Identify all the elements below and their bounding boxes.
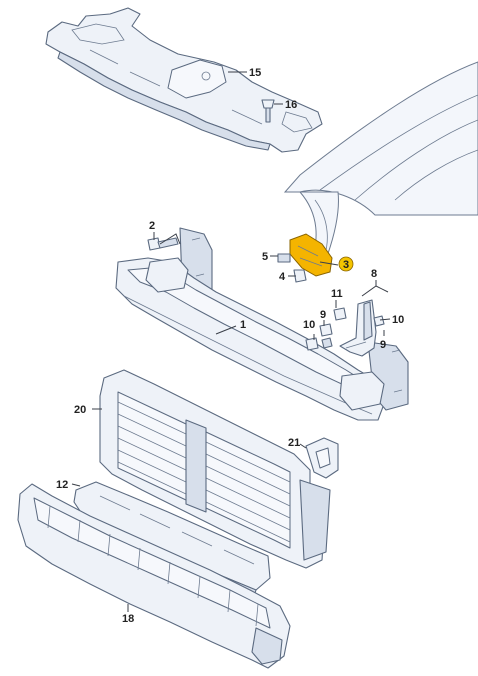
label-12: 12 — [56, 479, 68, 491]
label-10-a: 10 — [303, 319, 315, 331]
label-9-a: 9 — [320, 309, 326, 321]
part-8-bracket — [339, 299, 377, 357]
part-3-highlighted-bracket — [289, 233, 333, 277]
part-2-bolt — [147, 233, 181, 251]
part-4-nut — [293, 269, 307, 283]
label-8: 8 — [371, 268, 377, 280]
leader-lines — [71, 71, 391, 612]
label-18: 18 — [122, 613, 134, 625]
position-labels: 15 16 2 1 5 3 4 8 11 9 10 10 9 21 20 12 … — [56, 67, 404, 625]
label-3: 3 — [343, 259, 349, 271]
label-1: 1 — [240, 319, 246, 331]
part-20-air-shutter — [99, 369, 331, 569]
label-15: 15 — [249, 67, 261, 79]
part-10-bolt-b — [321, 337, 333, 349]
label-10-b: 10 — [392, 314, 404, 326]
part-9-bolt-a — [319, 323, 333, 337]
part-1-bumper-beam — [115, 227, 409, 421]
part-18-energy-absorber — [17, 483, 291, 669]
label-21: 21 — [288, 437, 300, 449]
label-3-badge — [338, 256, 354, 272]
fender-panel — [283, 61, 478, 263]
label-2: 2 — [149, 220, 155, 232]
label-5: 5 — [262, 251, 268, 263]
part-5-clip — [277, 253, 291, 263]
part-21-bracket — [305, 437, 339, 479]
label-20: 20 — [74, 404, 86, 416]
part-9-bolt-b — [373, 315, 385, 327]
label-4: 4 — [279, 271, 286, 283]
label-11: 11 — [331, 288, 343, 300]
label-16: 16 — [285, 99, 297, 111]
label-9-b: 9 — [380, 339, 386, 351]
part-11-bolt — [333, 307, 347, 321]
part-10-bolt-a — [305, 337, 319, 351]
part-15-upper-support — [45, 7, 323, 153]
part-16-bolt — [261, 99, 275, 123]
